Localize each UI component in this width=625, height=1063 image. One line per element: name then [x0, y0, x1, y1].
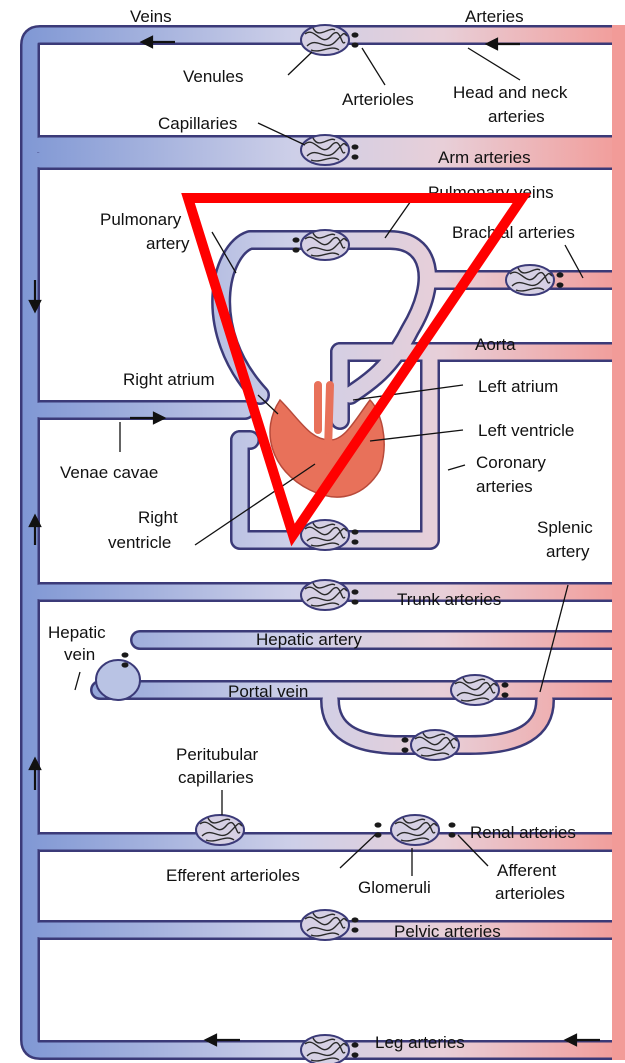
- label-capillaries: Capillaries: [158, 114, 237, 133]
- label-efferent-arterioles: Efferent arterioles: [166, 866, 300, 885]
- label-coronary-1: Coronary: [476, 453, 546, 472]
- label-peritubular-2: capillaries: [178, 768, 254, 787]
- label-pulmonary-artery-1: Pulmonary: [100, 210, 182, 229]
- label-left-ventricle: Left ventricle: [478, 421, 574, 440]
- label-right-ventricle-2: ventricle: [108, 533, 171, 552]
- label-splenic-1: Splenic: [537, 518, 593, 537]
- label-venae-cavae: Venae cavae: [60, 463, 158, 482]
- label-head-neck-2: arteries: [488, 107, 545, 126]
- label-hepatic-vein-1: Hepatic: [48, 623, 106, 642]
- label-hepatic-artery: Hepatic artery: [256, 630, 362, 649]
- label-coronary-2: arteries: [476, 477, 533, 496]
- arteries-heading: Arteries: [465, 7, 524, 26]
- label-pelvic-arteries: Pelvic arteries: [394, 922, 501, 941]
- label-arterioles: Arterioles: [342, 90, 414, 109]
- label-venules: Venules: [183, 67, 244, 86]
- label-afferent-2: arterioles: [495, 884, 565, 903]
- label-trunk-arteries: Trunk arteries: [397, 590, 501, 609]
- label-portal-vein: Portal vein: [228, 682, 308, 701]
- label-arm-arteries: Arm arteries: [438, 148, 531, 167]
- label-right-atrium: Right atrium: [123, 370, 215, 389]
- label-right-ventricle-1: Right: [138, 508, 178, 527]
- label-brachial-arteries: Brachial arteries: [452, 223, 575, 242]
- label-peritubular-1: Peritubular: [176, 745, 259, 764]
- label-aorta: Aorta: [475, 335, 516, 354]
- label-glomeruli: Glomeruli: [358, 878, 431, 897]
- label-afferent-1: Afferent: [497, 861, 557, 880]
- veins-heading: Veins: [130, 7, 172, 26]
- capillary-beds: [122, 25, 564, 1063]
- label-hepatic-vein-2: vein: [64, 645, 95, 664]
- label-renal-arteries: Renal arteries: [470, 823, 576, 842]
- label-splenic-2: artery: [546, 542, 590, 561]
- label-left-atrium: Left atrium: [478, 377, 558, 396]
- label-leg-arteries: Leg arteries: [375, 1033, 465, 1052]
- label-pulmonary-artery-2: artery: [146, 234, 190, 253]
- label-head-neck-1: Head and neck: [453, 83, 568, 102]
